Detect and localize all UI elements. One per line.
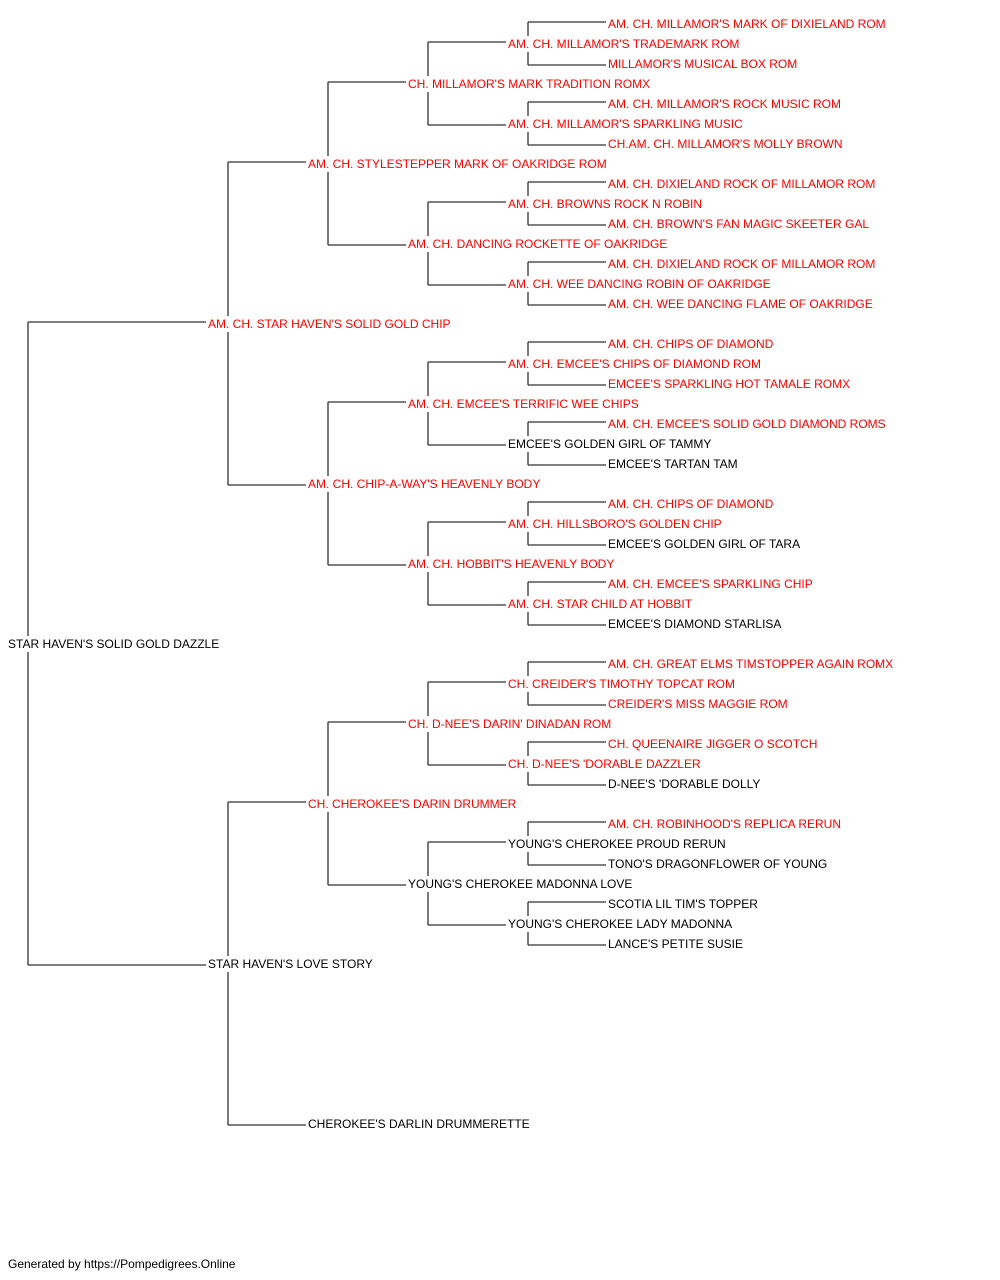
ancestor-name-gen5: AM. CH. DIXIELAND ROCK OF MILLAMOR ROM bbox=[606, 176, 878, 192]
ancestor-name-gen4: YOUNG'S CHEROKEE LADY MADONNA bbox=[506, 916, 735, 932]
ancestor-name-gen4: AM. CH. STAR CHILD AT HOBBIT bbox=[506, 596, 695, 612]
footer-credit: Generated by https://Pompedigrees.Online bbox=[8, 1257, 236, 1271]
ancestor-name-gen5: EMCEE'S GOLDEN GIRL OF TARA bbox=[606, 536, 803, 552]
ancestor-name-gen5: AM. CH. CHIPS OF DIAMOND bbox=[606, 496, 776, 512]
ancestor-name-gen5: AM. CH. EMCEE'S SPARKLING CHIP bbox=[606, 576, 815, 592]
ancestor-name-gen4: AM. CH. WEE DANCING ROBIN OF OAKRIDGE bbox=[506, 276, 773, 292]
ancestor-name-gen5: EMCEE'S SPARKLING HOT TAMALE ROMX bbox=[606, 376, 853, 392]
ancestor-name-gen3: AM. CH. HOBBIT'S HEAVENLY BODY bbox=[406, 556, 617, 572]
ancestor-name-gen5: EMCEE'S DIAMOND STARLISA bbox=[606, 616, 784, 632]
ancestor-name-gen1: AM. CH. STAR HAVEN'S SOLID GOLD CHIP bbox=[206, 316, 453, 332]
ancestor-name-gen5: CREIDER'S MISS MAGGIE ROM bbox=[606, 696, 790, 712]
ancestor-name-gen4: CH. CREIDER'S TIMOTHY TOPCAT ROM bbox=[506, 676, 737, 692]
ancestor-name-gen5: AM. CH. BROWN'S FAN MAGIC SKEETER GAL bbox=[606, 216, 871, 232]
ancestor-name-gen5: AM. CH. ROBINHOOD'S REPLICA RERUN bbox=[606, 816, 843, 832]
ancestor-name-gen2: AM. CH. STYLESTEPPER MARK OF OAKRIDGE RO… bbox=[306, 156, 609, 172]
ancestor-name-gen5: EMCEE'S TARTAN TAM bbox=[606, 456, 740, 472]
ancestor-name-gen4: AM. CH. MILLAMOR'S SPARKLING MUSIC bbox=[506, 116, 745, 132]
ancestor-name-gen5: AM. CH. DIXIELAND ROCK OF MILLAMOR ROM bbox=[606, 256, 878, 272]
ancestor-name-gen4: AM. CH. HILLSBORO'S GOLDEN CHIP bbox=[506, 516, 724, 532]
ancestor-name-gen4: AM. CH. EMCEE'S CHIPS OF DIAMOND ROM bbox=[506, 356, 763, 372]
ancestor-name-gen2: CH. CHEROKEE'S DARIN DRUMMER bbox=[306, 796, 519, 812]
ancestor-name-gen2: CHEROKEE'S DARLIN DRUMMERETTE bbox=[306, 1116, 532, 1132]
ancestor-name-gen5: CH. QUEENAIRE JIGGER O SCOTCH bbox=[606, 736, 820, 752]
ancestor-name-gen5: CH.AM. CH. MILLAMOR'S MOLLY BROWN bbox=[606, 136, 845, 152]
ancestor-name-gen3: CH. D-NEE'S DARIN' DINADAN ROM bbox=[406, 716, 614, 732]
ancestor-name-gen5: LANCE'S PETITE SUSIE bbox=[606, 936, 745, 952]
ancestor-name-gen4: AM. CH. MILLAMOR'S TRADEMARK ROM bbox=[506, 36, 742, 52]
ancestor-name-gen5: MILLAMOR'S MUSICAL BOX ROM bbox=[606, 56, 800, 72]
ancestor-name-gen5: AM. CH. GREAT ELMS TIMSTOPPER AGAIN ROMX bbox=[606, 656, 896, 672]
ancestor-name-gen2: AM. CH. CHIP-A-WAY'S HEAVENLY BODY bbox=[306, 476, 543, 492]
ancestor-name-gen5: AM. CH. CHIPS OF DIAMOND bbox=[606, 336, 776, 352]
ancestor-name-gen4: EMCEE'S GOLDEN GIRL OF TAMMY bbox=[506, 436, 714, 452]
ancestor-name-gen5: AM. CH. WEE DANCING FLAME OF OAKRIDGE bbox=[606, 296, 875, 312]
ancestor-name-gen5: SCOTIA LIL TIM'S TOPPER bbox=[606, 896, 760, 912]
ancestor-name-gen5: TONO'S DRAGONFLOWER OF YOUNG bbox=[606, 856, 830, 872]
ancestor-name-gen4: CH. D-NEE'S 'DORABLE DAZZLER bbox=[506, 756, 703, 772]
ancestor-name-gen4: YOUNG'S CHEROKEE PROUD RERUN bbox=[506, 836, 728, 852]
ancestor-name-gen3: AM. CH. DANCING ROCKETTE OF OAKRIDGE bbox=[406, 236, 670, 252]
ancestor-name-gen3: YOUNG'S CHEROKEE MADONNA LOVE bbox=[406, 876, 635, 892]
ancestor-name-gen3: CH. MILLAMOR'S MARK TRADITION ROMX bbox=[406, 76, 653, 92]
ancestor-name-gen1: STAR HAVEN'S LOVE STORY bbox=[206, 956, 375, 972]
ancestor-name-gen5: D-NEE'S 'DORABLE DOLLY bbox=[606, 776, 763, 792]
ancestor-name-gen3: AM. CH. EMCEE'S TERRIFIC WEE CHIPS bbox=[406, 396, 641, 412]
ancestor-name-gen5: AM. CH. MILLAMOR'S MARK OF DIXIELAND ROM bbox=[606, 16, 888, 32]
ancestor-name-gen5: AM. CH. MILLAMOR'S ROCK MUSIC ROM bbox=[606, 96, 843, 112]
ancestor-name-gen5: AM. CH. EMCEE'S SOLID GOLD DIAMOND ROMS bbox=[606, 416, 888, 432]
ancestor-name-gen4: AM. CH. BROWNS ROCK N ROBIN bbox=[506, 196, 705, 212]
subject-dog-name: STAR HAVEN'S SOLID GOLD DAZZLE bbox=[6, 636, 222, 652]
